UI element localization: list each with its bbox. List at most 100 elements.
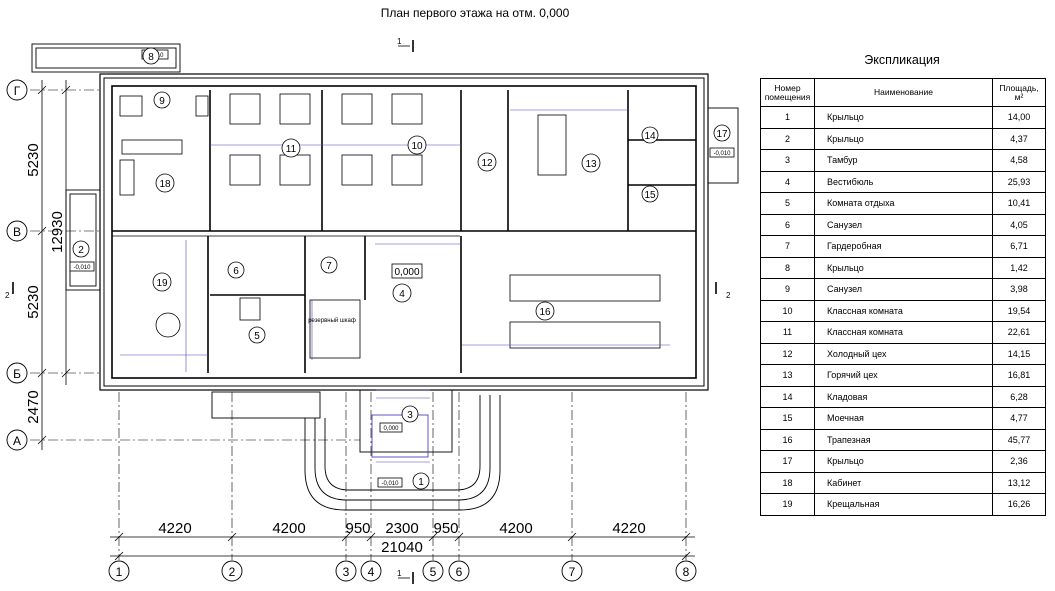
axis-markers-numbers	[108, 560, 697, 582]
cell-number: 3	[760, 149, 815, 172]
room-label-19: 19	[156, 278, 168, 289]
cell-name: Крыльцо	[814, 256, 993, 279]
cell-name: Горячий цех	[814, 364, 993, 387]
cell-area: 6,28	[992, 385, 1046, 408]
explication-table: Номер помещения Наименование Площадь, м²…	[760, 78, 1046, 516]
cell-area: 45,77	[992, 428, 1046, 451]
cell-area: 2,36	[992, 450, 1046, 473]
cell-number: 16	[760, 428, 815, 451]
cell-area: 10,41	[992, 192, 1046, 215]
axis-label-8: 8	[683, 565, 690, 579]
room-label-17: 17	[716, 129, 728, 140]
cell-name: Трапезная	[814, 428, 993, 451]
cell-name: Санузел	[814, 213, 993, 236]
room-label-4: 4	[399, 289, 405, 300]
cell-name: Вестибюль	[814, 170, 993, 193]
room-label-7: 7	[326, 261, 332, 272]
cell-name: Кабинет	[814, 471, 993, 494]
cell-area: 14,00	[992, 106, 1046, 129]
cell-name: Крыльцо	[814, 127, 993, 150]
room-label-14: 14	[644, 131, 656, 142]
cell-number: 6	[760, 213, 815, 236]
room-label-5: 5	[254, 331, 260, 342]
explication-header-row: Номер помещения Наименование Площадь, м²	[760, 78, 1046, 107]
room-label-1: 1	[418, 477, 424, 488]
cell-area: 19,54	[992, 299, 1046, 322]
axis-label-2: 2	[229, 565, 236, 579]
dim-v-2: 5230	[25, 285, 42, 318]
cell-name: Классная комната	[814, 321, 993, 344]
inner-dimensions	[120, 109, 670, 463]
room-label-3: 3	[407, 410, 413, 421]
room-label-8: 8	[148, 52, 154, 63]
explication-title: Экспликация	[864, 53, 940, 67]
room-label-9: 9	[159, 96, 165, 107]
furniture	[119, 93, 661, 359]
dim-h-6: 4200	[499, 520, 532, 537]
level-porch-17: -0,010	[713, 151, 731, 157]
section-mark-bottom: 1	[397, 569, 402, 578]
dim-v-total: 12930	[49, 211, 66, 253]
cell-number: 8	[760, 256, 815, 279]
cell-area: 4,58	[992, 149, 1046, 172]
axis-markers-letters	[6, 79, 28, 451]
dim-h-3: 950	[345, 520, 370, 537]
cell-area: 22,61	[992, 321, 1046, 344]
cell-number: 13	[760, 364, 815, 387]
cell-number: 7	[760, 235, 815, 258]
cell-number: 4	[760, 170, 815, 193]
cell-area: 4,37	[992, 127, 1046, 150]
axis-label-1: 1	[116, 565, 123, 579]
cell-name: Тамбур	[814, 149, 993, 172]
axis-label-6: 6	[456, 565, 463, 579]
reserve-cabinet-label: резервный шкаф	[308, 317, 356, 324]
dim-h-total: 21040	[381, 539, 423, 556]
dim-v-3: 2470	[25, 390, 42, 423]
cell-number: 14	[760, 385, 815, 408]
room-label-6: 6	[233, 266, 239, 277]
cell-number: 15	[760, 407, 815, 430]
cell-name: Классная комната	[814, 299, 993, 322]
dim-v-1: 5230	[25, 143, 42, 176]
axis-label-5: 5	[430, 565, 437, 579]
room-label-18: 18	[159, 179, 171, 190]
grid-axes	[30, 89, 687, 560]
section-mark-left: 2	[5, 291, 10, 300]
axis-label-v: В	[13, 225, 21, 239]
header-name: Наименование	[814, 78, 993, 107]
cell-area: 13,12	[992, 471, 1046, 494]
cell-number: 18	[760, 471, 815, 494]
level-porch-2: -0,010	[73, 265, 91, 271]
cell-name: Комната отдыха	[814, 192, 993, 215]
porches	[31, 43, 739, 511]
header-number: Номер помещения	[760, 78, 815, 107]
room-label-13: 13	[585, 159, 597, 170]
axis-label-g: Г	[14, 84, 21, 98]
cell-area: 14,15	[992, 342, 1046, 365]
cell-area: 16,81	[992, 364, 1046, 387]
cell-area: 16,26	[992, 493, 1046, 516]
cell-number: 19	[760, 493, 815, 516]
vertical-dimension-chain	[37, 80, 71, 450]
cell-name: Моечная	[814, 407, 993, 430]
cell-name: Холодный цех	[814, 342, 993, 365]
header-area: Площадь, м²	[992, 78, 1046, 107]
cell-area: 1,42	[992, 256, 1046, 279]
interior-walls	[112, 90, 696, 373]
